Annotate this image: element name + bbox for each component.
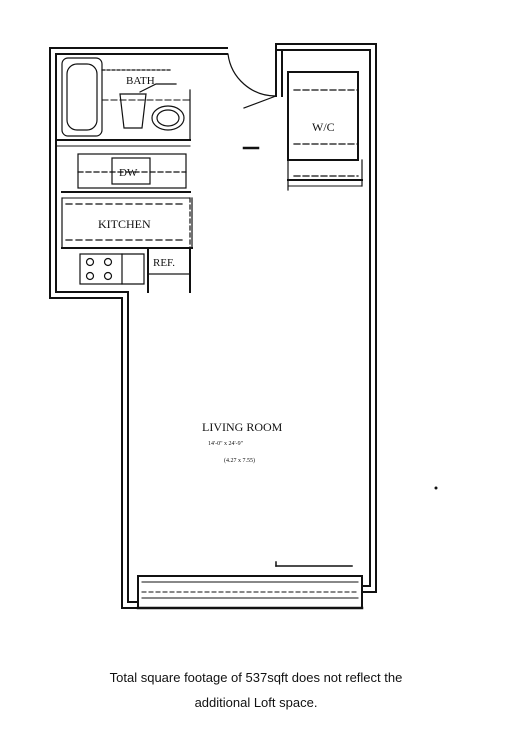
exterior-walls [49,43,377,610]
stray-mark [434,486,438,490]
living-room-dims-ft: 14'-0" x 24'-9" [208,441,244,447]
wc-label: W/C [312,120,335,134]
refrigerator-label: REF. [153,257,175,269]
kitchen-area [61,153,193,293]
caption-line-2: additional Loft space. [194,695,318,710]
bath-room [55,57,191,147]
floor-plan: BATH W/C DW KITCHEN REF. LIVING ROOM 14'… [49,43,438,610]
caption-line-1: Total square footage of 537sqft does not… [109,670,403,685]
wc-closet [287,71,363,191]
living-room-label: LIVING ROOM [202,420,283,434]
entry-door [227,53,277,150]
kitchen-label: KITCHEN [98,217,151,231]
bath-label: BATH [126,75,155,87]
living-room-dims-m: (4.27 x 7.55) [224,457,255,464]
dishwasher-label: DW [119,167,138,179]
